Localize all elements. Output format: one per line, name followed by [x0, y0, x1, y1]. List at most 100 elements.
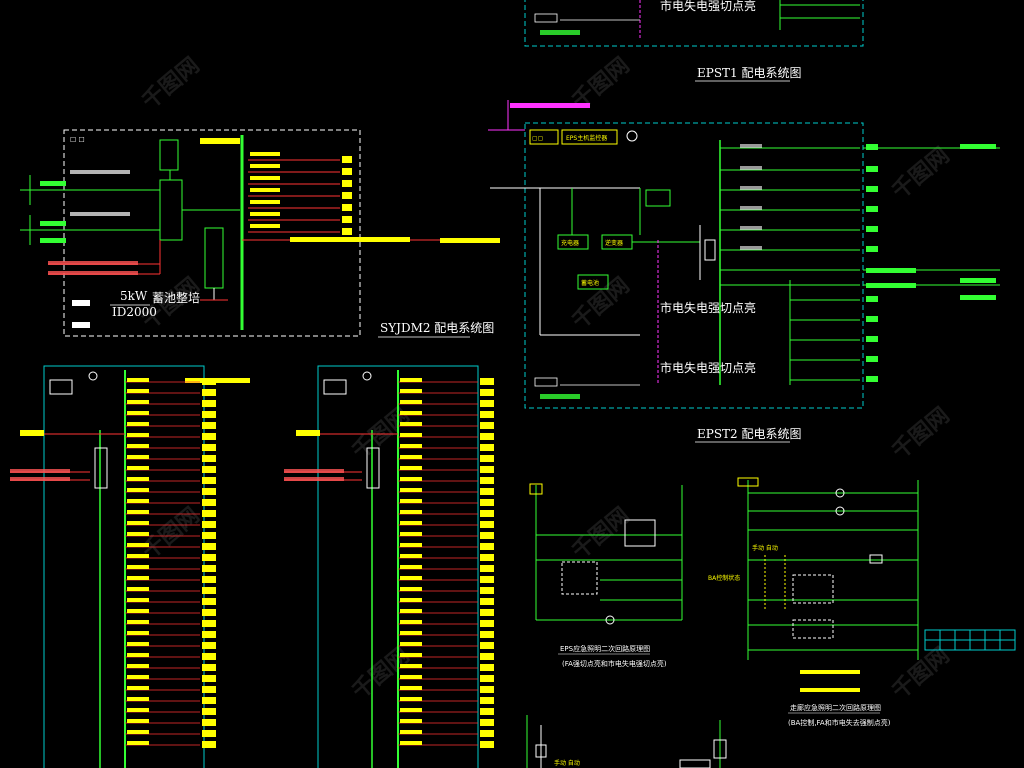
feeder-label	[400, 455, 422, 459]
feeder-label	[400, 433, 422, 437]
feeder-terminal	[202, 378, 216, 385]
feeder-label	[127, 532, 149, 536]
feeder-terminal	[480, 466, 494, 473]
feeder-terminal	[202, 411, 216, 418]
feeder-terminal	[480, 543, 494, 550]
sydm2-header-text: ☐ ☐	[70, 136, 85, 144]
feeder-terminal	[480, 521, 494, 528]
feeder-label	[127, 554, 149, 558]
feeder-label	[127, 543, 149, 547]
circuit-left-subtitle: (FA强切点亮和市电失电强切点亮)	[562, 659, 667, 668]
feeder-label	[400, 642, 422, 646]
feeder-label	[400, 587, 422, 591]
feeder-terminal	[202, 697, 216, 704]
feeder-label	[400, 675, 422, 679]
feeder-terminal	[202, 664, 216, 671]
feeder-label	[127, 664, 149, 668]
feeder-terminal	[202, 620, 216, 627]
feeder-label	[400, 554, 422, 558]
feeder-terminal	[202, 466, 216, 473]
feeder-label	[400, 620, 422, 624]
feeder-terminal	[202, 598, 216, 605]
feeder-label	[400, 543, 422, 547]
feeder-label	[127, 741, 149, 745]
bottom-partial-circuit: 手动 自动	[526, 715, 727, 768]
watermark: 千图网	[888, 143, 955, 205]
feeder-terminal	[202, 653, 216, 660]
feeder-terminal	[480, 433, 494, 440]
feeder-terminal	[202, 686, 216, 693]
feeder-label	[127, 477, 149, 481]
feeder-label	[400, 708, 422, 712]
feeder-label	[127, 455, 149, 459]
feeder-label	[127, 433, 149, 437]
feeder-terminal	[480, 565, 494, 572]
feeder-terminal	[480, 389, 494, 396]
feeder-label	[127, 587, 149, 591]
feeder-terminal	[480, 378, 494, 385]
feeder-terminal	[202, 389, 216, 396]
feeder-terminal	[202, 400, 216, 407]
feeder-terminal	[202, 587, 216, 594]
feeder-terminal	[202, 554, 216, 561]
feeder-terminal	[480, 708, 494, 715]
feeder-label	[127, 675, 149, 679]
epst2-feeders	[720, 144, 1000, 382]
epst1-title: EPST1 配电系统图	[697, 66, 802, 80]
board-right-feeders	[398, 378, 494, 748]
watermark: 千图网	[348, 643, 415, 705]
feeder-label	[400, 477, 422, 481]
feeder-label	[400, 719, 422, 723]
feeder-label	[400, 466, 422, 470]
watermark: 千图网	[888, 643, 955, 705]
epst1-panel: 市电失电强切点亮 EPST1 配电系统图	[524, 0, 864, 82]
feeder-label	[127, 510, 149, 514]
mid-model-label: ID2000	[112, 305, 157, 319]
board-left-feeders	[125, 378, 216, 748]
feeder-terminal	[202, 532, 216, 539]
feeder-terminal	[480, 488, 494, 495]
feeder-terminal	[480, 675, 494, 682]
feeder-terminal	[480, 719, 494, 726]
board-right	[284, 365, 494, 768]
watermark: 千图网	[568, 503, 635, 565]
feeder-label	[400, 488, 422, 492]
feeder-label	[127, 466, 149, 470]
feeder-label	[400, 576, 422, 580]
feeder-terminal	[202, 730, 216, 737]
feeder-terminal	[480, 653, 494, 660]
feeder-label	[400, 400, 422, 404]
manual-auto-label: 手动 自动	[752, 544, 778, 552]
feeder-label	[127, 488, 149, 492]
ba-control-label: BA控制状态	[708, 574, 740, 582]
feeder-label	[400, 389, 422, 393]
feeder-terminal	[480, 576, 494, 583]
feeder-label	[127, 400, 149, 404]
feeder-terminal	[202, 422, 216, 429]
feeder-label	[127, 422, 149, 426]
feeder-terminal	[480, 587, 494, 594]
feeder-terminal	[480, 510, 494, 517]
feeder-label	[127, 499, 149, 503]
feeder-label	[400, 653, 422, 657]
circuit-right-subtitle: (BA控制,FA和市电失去强制点亮)	[788, 718, 891, 727]
feeder-terminal	[480, 455, 494, 462]
feeder-label	[127, 565, 149, 569]
board-left	[10, 365, 250, 768]
feeder-terminal	[480, 400, 494, 407]
feeder-terminal	[480, 532, 494, 539]
feeder-terminal	[480, 642, 494, 649]
feeder-label	[400, 499, 422, 503]
feeder-terminal	[480, 477, 494, 484]
feeder-terminal	[202, 576, 216, 583]
feeder-terminal	[202, 675, 216, 682]
feeder-label	[400, 697, 422, 701]
feeder-terminal	[202, 433, 216, 440]
feeder-terminal	[480, 620, 494, 627]
circuit-right-title: 走廊应急照明二次回路原理图	[790, 703, 881, 712]
feeder-label	[127, 411, 149, 415]
feeder-label	[400, 521, 422, 525]
feeder-terminal	[480, 554, 494, 561]
feeder-label	[127, 444, 149, 448]
feeder-label	[127, 609, 149, 613]
